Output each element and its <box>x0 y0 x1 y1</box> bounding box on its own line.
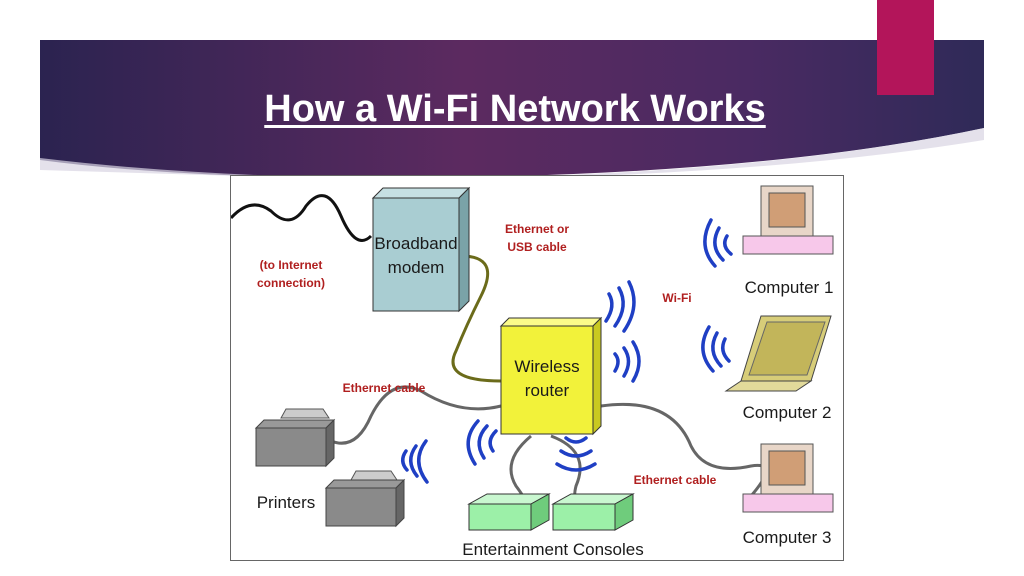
printer-2 <box>324 470 406 528</box>
printer-cable-note: Ethernet cable <box>343 381 426 395</box>
internet-note-line1: (to Internet <box>260 258 323 272</box>
router-box: Wireless router <box>499 316 603 436</box>
computer-3: Computer 3 <box>742 443 834 547</box>
wifi-waves-router <box>401 280 641 484</box>
computer-3-label: Computer 3 <box>743 528 832 547</box>
internet-note-line2: connection) <box>257 276 325 290</box>
wifi-note: Wi-Fi <box>662 291 691 305</box>
consoles-label: Entertainment Consoles <box>462 540 643 559</box>
modem-link-note-line2: USB cable <box>507 240 567 254</box>
computer-2: Computer 2 <box>724 315 832 422</box>
modem-label-line2: modem <box>388 258 445 277</box>
wifi-waves-computers <box>701 218 733 373</box>
router-label-line1: Wireless <box>514 357 579 376</box>
modem-box: Broadband modem <box>371 186 471 313</box>
console-1 <box>467 493 551 531</box>
wifi-network-diagram: Broadband modem Wireless router <box>230 175 844 561</box>
internet-cable <box>231 194 373 242</box>
computer-cable-note: Ethernet cable <box>634 473 717 487</box>
console-2 <box>551 493 635 531</box>
printers-label: Printers <box>257 493 316 512</box>
router-printer-cable <box>330 385 502 445</box>
computer-2-label: Computer 2 <box>743 403 832 422</box>
modem-router-cable <box>451 254 502 383</box>
modem-link-note-line1: Ethernet or <box>505 222 569 236</box>
accent-tab <box>877 0 934 95</box>
computer-1-label: Computer 1 <box>745 278 834 297</box>
slide-title: How a Wi-Fi Network Works <box>264 88 766 130</box>
computer-1: Computer 1 <box>742 185 834 297</box>
printer-1 <box>254 408 336 468</box>
router-console-cable <box>509 434 532 504</box>
router-label-line2: router <box>525 381 570 400</box>
title-banner <box>40 40 984 180</box>
modem-label-line1: Broadband <box>374 234 457 253</box>
